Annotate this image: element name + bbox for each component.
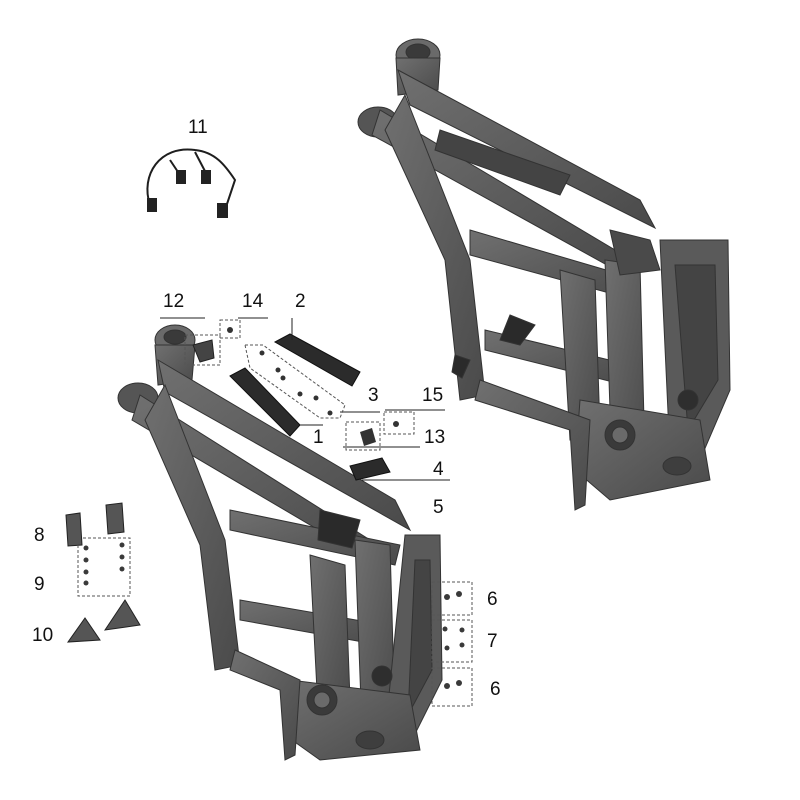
- bolts-9-icon: [83, 542, 125, 586]
- callout-9: 9: [34, 574, 45, 595]
- plate-2-icon: [273, 333, 361, 387]
- callout-5: 5: [433, 497, 444, 518]
- bracket-10b-icon: [103, 599, 141, 631]
- callout-8: 8: [34, 525, 45, 546]
- bolts-6-7-icon: [442, 591, 465, 689]
- callout-6b: 6: [490, 679, 501, 700]
- callout-4: 4: [433, 459, 444, 480]
- wiring-harness-icon: [146, 148, 237, 218]
- leader-lines: [160, 317, 450, 481]
- bolt-14-icon: [227, 327, 233, 333]
- exploded-frame: [117, 324, 443, 761]
- callout-10: 10: [32, 625, 54, 646]
- callout-11: 11: [188, 117, 208, 138]
- callout-2: 2: [295, 291, 306, 312]
- bolts-group-icon: [259, 350, 333, 416]
- bracket-8a-icon: [65, 512, 83, 547]
- bracket-10a-icon: [66, 617, 101, 643]
- dashed-boxes: [77, 319, 473, 707]
- bracket-12-icon: [192, 339, 215, 363]
- callout-3: 3: [368, 385, 379, 406]
- callout-6a: 6: [487, 589, 498, 610]
- cover-4-icon: [349, 457, 391, 481]
- callout-13: 13: [424, 427, 446, 448]
- callout-15: 15: [422, 385, 444, 406]
- part-13-icon: [360, 428, 376, 446]
- callout-7: 7: [487, 631, 498, 652]
- callout-12: 12: [163, 291, 185, 312]
- bolt-15-icon: [393, 421, 399, 427]
- callout-1: 1: [313, 427, 324, 448]
- callout-14: 14: [242, 291, 264, 312]
- bracket-8b-icon: [105, 502, 125, 535]
- complete-frame: [357, 38, 731, 511]
